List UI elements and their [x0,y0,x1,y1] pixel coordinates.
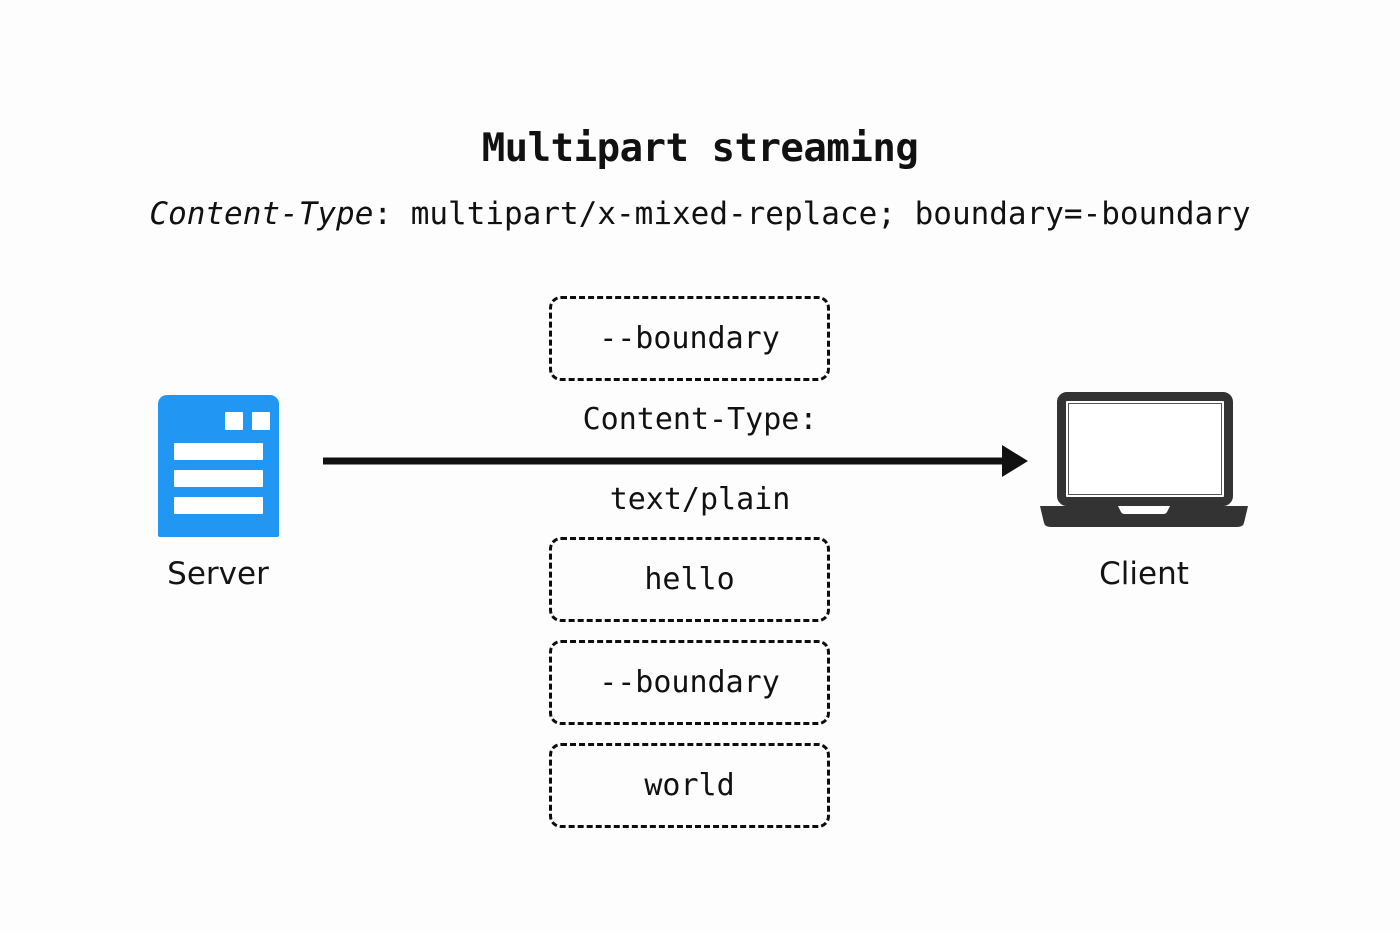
server-led-2 [252,412,270,430]
content-type-header-value: : multipart/x-mixed-replace; boundary=-b… [373,196,1251,232]
server-icon [158,395,279,537]
server-slot-2 [174,470,263,487]
flow-label-content-type-value: text/plain [609,482,791,517]
part-label: --boundary [599,320,780,356]
content-type-header-line: Content-Type: multipart/x-mixed-replace;… [0,196,1400,232]
part-box-hello: hello [549,537,830,622]
part-label: hello [644,561,735,597]
part-box-boundary-2: --boundary [549,640,830,725]
client-node-label: Client [1099,556,1189,592]
part-box-world: world [549,743,830,828]
laptop-screen [1068,403,1222,495]
part-label: world [644,767,735,803]
laptop-base-shape [1040,506,1248,527]
server-slot-3 [174,497,263,514]
server-node-label: Server [167,556,269,592]
content-type-header-name: Content-Type [149,196,374,232]
page-title: Multipart streaming [481,126,919,171]
arrow-head [1002,445,1028,477]
part-box-boundary-1: --boundary [549,296,830,381]
server-slot-1 [174,443,263,460]
laptop-lid [1057,392,1233,506]
flow-label-content-type-key: Content-Type: [582,402,818,437]
laptop-icon [1038,392,1250,532]
server-led-1 [225,412,243,430]
flow-arrow-server-to-client [323,445,1028,477]
laptop-base [1040,506,1248,527]
part-label: --boundary [599,664,780,700]
